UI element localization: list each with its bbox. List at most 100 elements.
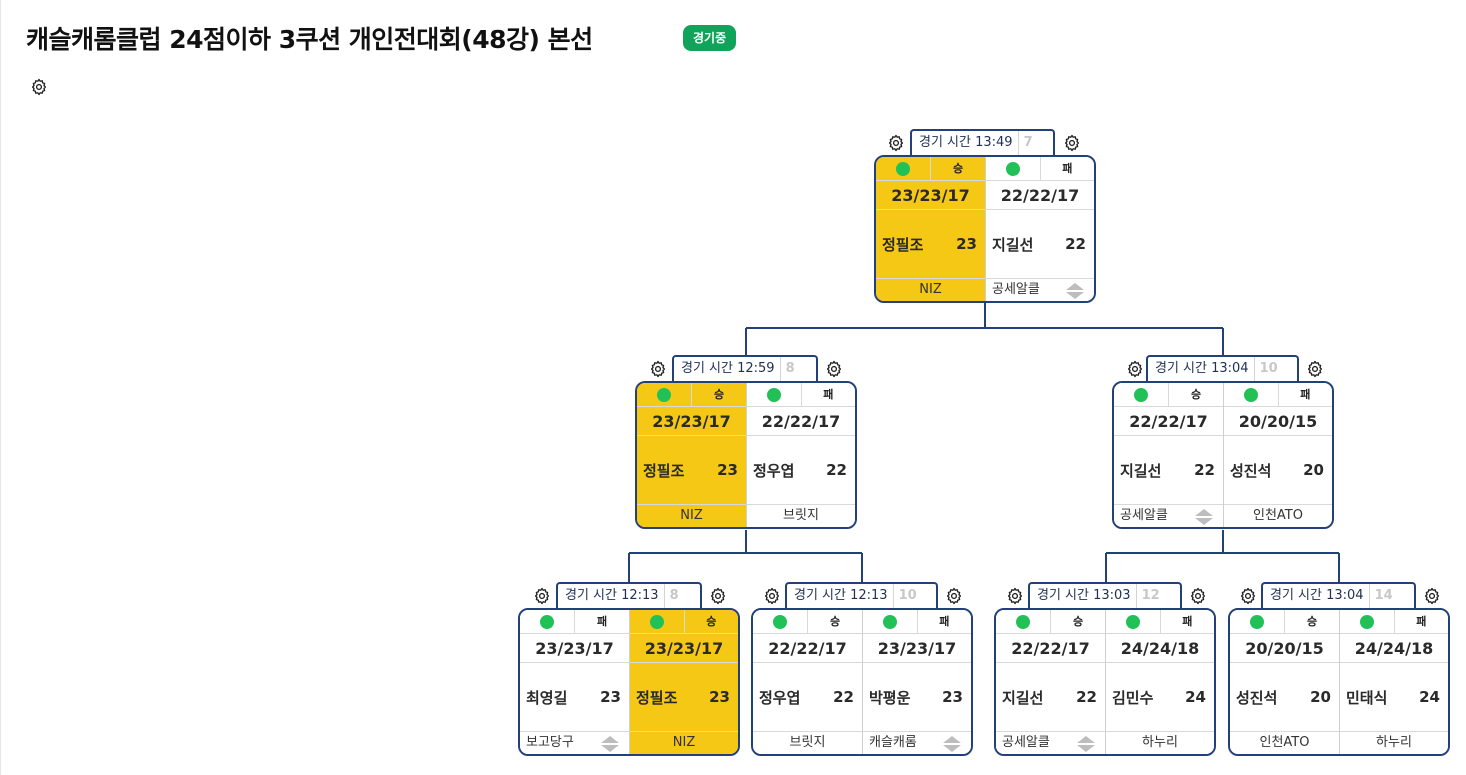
player-club: NIZ (876, 278, 985, 301)
player-points: 24 (1419, 688, 1440, 706)
score-line: 23/23/17 (876, 181, 985, 210)
player-club: 브릿지 (753, 731, 862, 754)
gear-icon[interactable] (1423, 587, 1441, 605)
gear-icon[interactable] (649, 360, 667, 378)
player-name: 정우엽 (753, 461, 795, 480)
status-dot-icon (1005, 161, 1020, 176)
status-dot-icon (1250, 614, 1264, 629)
player-club: 캐슬캐롬 (869, 735, 917, 750)
sort-arrows-icon[interactable] (1195, 509, 1213, 525)
player-points: 20 (1303, 461, 1324, 479)
player-name: 정필조 (882, 235, 924, 254)
player-points: 23 (942, 688, 963, 706)
player-club: 하누리 (1340, 731, 1448, 754)
status-dot-icon (1134, 387, 1148, 402)
player-club: 인천ATO (1230, 731, 1339, 754)
match-time: 경기 시간 12:13 (565, 588, 659, 603)
gear-icon[interactable] (763, 587, 781, 605)
result-label: 패 (1182, 615, 1193, 628)
player-name: 박평운 (869, 688, 911, 707)
player-name: 지길선 (992, 235, 1034, 254)
score-line: 24/24/18 (1106, 634, 1214, 663)
result-label: 승 (713, 388, 725, 401)
player-club: NIZ (637, 504, 746, 527)
status-dot-icon (657, 387, 671, 402)
gear-icon[interactable] (887, 134, 905, 152)
gear-icon[interactable] (1306, 360, 1324, 378)
player-name: 정필조 (636, 688, 678, 707)
gear-icon[interactable] (945, 587, 963, 605)
player-points: 23 (956, 235, 977, 253)
sort-arrows-icon[interactable] (1066, 283, 1084, 299)
gear-icon[interactable] (1189, 587, 1207, 605)
status-dot-icon (1016, 614, 1030, 629)
player-points: 20 (1310, 688, 1331, 706)
match-time: 경기 시간 13:04 (1270, 588, 1364, 603)
gear-icon[interactable] (533, 587, 551, 605)
player-name: 민태식 (1346, 688, 1388, 707)
player-name: 성진석 (1230, 461, 1272, 480)
status-dot-icon (773, 614, 787, 629)
table-number: 10 (892, 584, 917, 608)
result-label: 패 (1062, 162, 1073, 175)
sort-arrows-icon[interactable] (601, 736, 619, 752)
table-number: 7 (1017, 131, 1033, 155)
player-points: 23 (709, 688, 730, 706)
gear-icon[interactable] (1063, 134, 1081, 152)
status-dot-icon (540, 614, 554, 629)
score-line: 20/20/15 (1224, 407, 1332, 436)
score-line: 23/23/17 (637, 407, 746, 436)
result-label: 승 (706, 615, 717, 628)
score-line: 23/23/17 (520, 634, 629, 663)
sort-arrows-icon[interactable] (943, 736, 961, 752)
status-dot-icon (649, 614, 664, 629)
player-name: 지길선 (1002, 688, 1044, 707)
player-club: 브릿지 (747, 504, 855, 527)
settings-gear-icon[interactable] (30, 78, 48, 96)
result-label: 승 (1306, 615, 1318, 628)
player-club: 공세알클 (1002, 735, 1050, 750)
result-label: 패 (939, 615, 950, 628)
player-club: 공세알클 (992, 282, 1040, 297)
sort-arrows-icon[interactable] (1077, 736, 1095, 752)
result-label: 승 (1190, 388, 1202, 401)
player-club: 공세알클 (1120, 508, 1168, 523)
gear-icon[interactable] (825, 360, 843, 378)
table-number: 12 (1135, 584, 1160, 608)
gear-icon[interactable] (1006, 587, 1024, 605)
gear-icon[interactable] (1239, 587, 1257, 605)
match-time: 경기 시간 13:04 (1155, 361, 1249, 376)
gear-icon[interactable] (709, 587, 727, 605)
status-dot-icon (896, 161, 910, 176)
gear-icon[interactable] (1126, 360, 1144, 378)
status-badge: 경기중 (683, 25, 737, 51)
score-line: 22/22/17 (986, 181, 1094, 210)
